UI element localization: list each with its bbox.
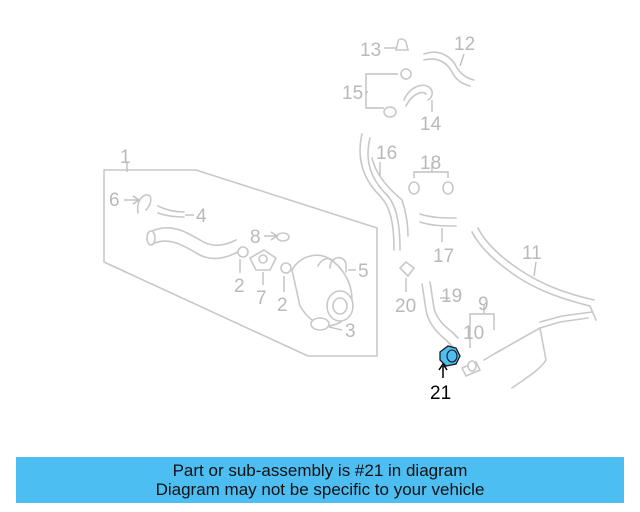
part-1-panel (103, 162, 378, 357)
callout-9: 9 (478, 294, 489, 315)
part-4-hose (157, 205, 194, 218)
part-16-pipe (359, 133, 409, 251)
water-outlet-housing (291, 254, 354, 327)
part-5-clip (329, 256, 356, 273)
callout-20: 20 (395, 296, 416, 317)
parts-diagram: 1 2 2 3 4 5 6 7 8 9 10 11 12 13 14 15 16… (103, 34, 597, 404)
callout-16: 16 (376, 143, 397, 164)
part-14-hose (403, 84, 433, 112)
callout-11: 11 (522, 243, 542, 264)
part-17-hose (419, 213, 457, 242)
part-21-highlighted[interactable] (438, 345, 461, 378)
part-8-gasket (264, 231, 290, 242)
part-11-pipe (471, 227, 597, 389)
callout-4: 4 (196, 206, 207, 227)
footer-line-2: Diagram may not be specific to your vehi… (155, 480, 485, 499)
callout-12: 12 (454, 34, 475, 55)
callout-1: 1 (120, 147, 131, 168)
callout-10: 10 (463, 323, 484, 344)
part-2-clamp-left (237, 246, 249, 273)
callout-14: 14 (420, 114, 442, 135)
part-15-bracket (365, 68, 412, 118)
part-7-fitting (249, 249, 277, 285)
callout-2-right: 2 (277, 295, 288, 316)
callout-2-left: 2 (234, 276, 245, 297)
callout-8: 8 (250, 227, 261, 248)
callout-13: 13 (360, 40, 381, 61)
part-12-hose (423, 51, 475, 87)
callout-5: 5 (358, 261, 369, 282)
part-19-pipe (421, 281, 459, 347)
part-6-clip (124, 194, 152, 214)
callout-17: 17 (433, 246, 454, 267)
part-2-clamp-right (280, 262, 292, 292)
part-3-oring (310, 317, 343, 331)
callout-18: 18 (420, 153, 441, 174)
callout-7: 7 (256, 288, 267, 309)
footer-banner: Part or sub-assembly is #21 in diagram D… (16, 457, 624, 503)
radiator-hose (146, 227, 239, 260)
callout-6: 6 (109, 190, 120, 211)
callout-21-highlighted: 21 (430, 383, 451, 404)
part-13-clamp (384, 38, 410, 51)
part-9-10-fitting (461, 304, 495, 377)
footer-line-1: Part or sub-assembly is #21 in diagram (172, 461, 468, 480)
callout-15: 15 (342, 83, 363, 104)
part-20-clamp (398, 260, 416, 292)
callout-19: 19 (441, 286, 462, 307)
part-18-clamps (408, 162, 454, 195)
callout-3: 3 (345, 321, 356, 342)
